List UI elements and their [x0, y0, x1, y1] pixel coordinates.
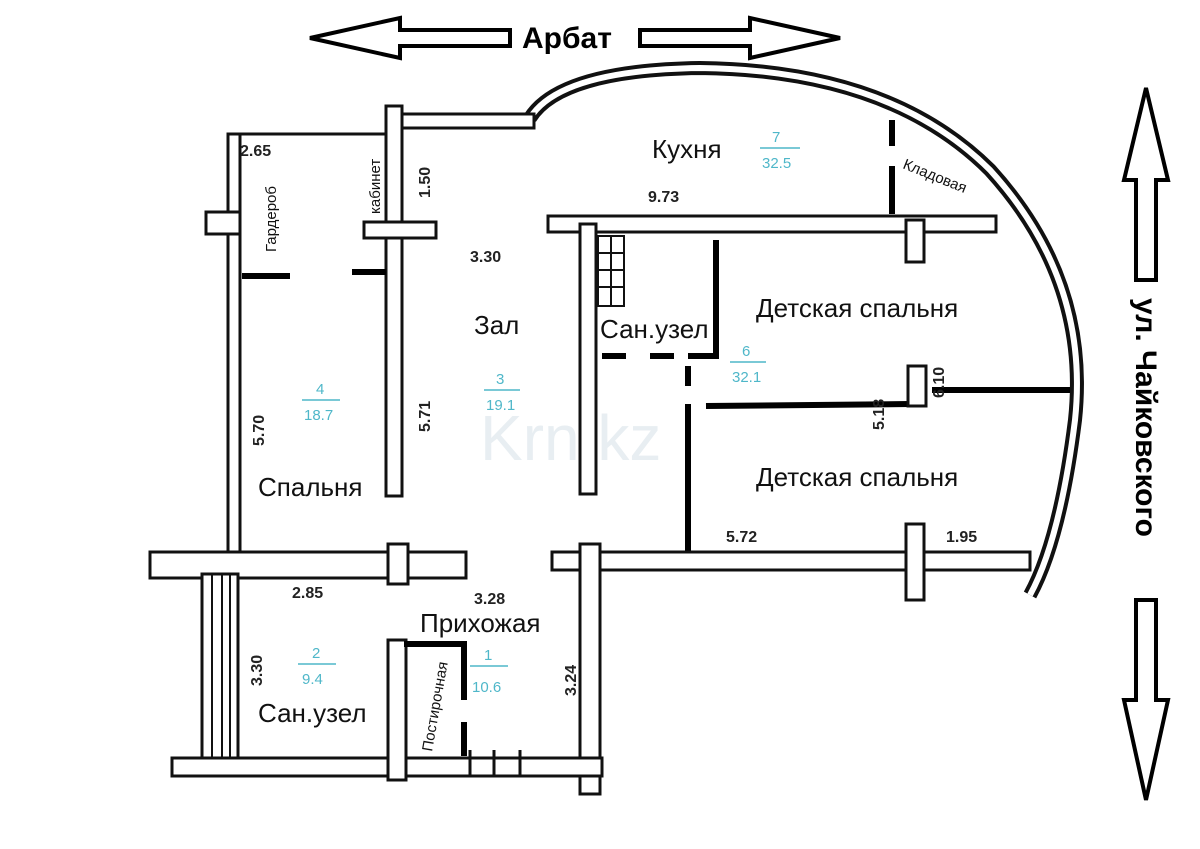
dim-3-24: 3.24 [563, 665, 580, 696]
arbat-arrow: Арбат [309, 15, 841, 61]
cabinet-cross [362, 220, 438, 240]
laundry-partition [404, 641, 467, 700]
lower-left-wall [200, 572, 240, 766]
bath-partition [688, 240, 719, 359]
dim-1-50: 1.50 [417, 167, 434, 198]
cabinet-wall [384, 104, 404, 498]
room-number-bathroom: 2 9.4 [298, 645, 336, 688]
svg-text:9.4: 9.4 [302, 671, 323, 688]
svg-text:32.5: 32.5 [762, 155, 791, 172]
middle-wall-left [148, 550, 468, 580]
chaikovsky-arrow: ул. Чайковского [1121, 87, 1171, 801]
middle-right-post-2 [904, 522, 926, 602]
svg-text:3: 3 [496, 371, 504, 388]
room-label-cabinet: кабинет [367, 159, 384, 214]
svg-text:4: 4 [316, 381, 324, 398]
room-label-kids-2: Детская спальня [756, 462, 958, 492]
room-number-kids: 6 32.1 [730, 343, 766, 386]
dim-3-28: 3.28 [474, 591, 505, 608]
svg-text:1: 1 [484, 647, 492, 664]
watermark: Krn.kz [480, 402, 661, 474]
svg-text:32.1: 32.1 [732, 369, 761, 386]
svg-text:6: 6 [742, 343, 750, 360]
dim-5-18: 5.18 [871, 399, 888, 430]
left-stub [204, 210, 242, 236]
kitchen-wall-stub [904, 218, 926, 264]
room-label-kids-1: Детская спальня [756, 293, 958, 323]
top-wall [396, 112, 536, 130]
room-label-pantry: Кладовая [901, 156, 970, 197]
room-label-bedroom: Спальня [258, 472, 362, 502]
kids-partition-post [906, 364, 928, 408]
room-label-hallway: Прихожая [420, 608, 540, 638]
left-wall [226, 132, 242, 556]
svg-text:7: 7 [772, 129, 780, 146]
street-right-label: ул. Чайковского [1129, 298, 1162, 537]
room-label-wardrobe: Гардероб [263, 186, 280, 252]
room-number-kitchen: 7 32.5 [760, 129, 800, 172]
svg-text:10.6: 10.6 [472, 679, 501, 696]
arrow-right-icon [638, 15, 841, 61]
room-label-bathroom-bottom: Сан.узел [258, 698, 367, 728]
arrow-down-icon [1121, 598, 1171, 801]
arrow-up-icon [1121, 87, 1171, 282]
room-number-hallway: 1 10.6 [470, 647, 508, 696]
dim-9-73: 9.73 [648, 189, 679, 206]
dim-1-95: 1.95 [946, 529, 977, 546]
middle-right-post-1 [578, 542, 602, 796]
middle-wall-post [386, 542, 410, 586]
kitchen-wall [546, 214, 998, 234]
bottom-post [386, 638, 408, 782]
arrow-left-icon [309, 15, 512, 61]
dim-3-30-top: 3.30 [470, 249, 501, 266]
svg-text:19.1: 19.1 [486, 397, 515, 414]
room-number-bedroom: 4 18.7 [302, 381, 340, 424]
dim-3-30-bottom: 3.30 [249, 655, 266, 686]
middle-wall-right [550, 550, 1032, 572]
tile-grid [597, 235, 625, 307]
dim-5-71: 5.71 [417, 401, 434, 432]
street-top-label: Арбат [522, 22, 612, 55]
hall-right-wall [578, 222, 598, 496]
room-label-kitchen: Кухня [652, 134, 722, 164]
room-label-hall: Зал [474, 310, 519, 340]
dim-2-85: 2.85 [292, 585, 323, 602]
room-label-laundry: Постирочная [419, 660, 452, 752]
dim-6-10: 6.10 [931, 367, 948, 398]
svg-text:18.7: 18.7 [304, 407, 333, 424]
dim-2-65: 2.65 [240, 143, 271, 160]
dim-5-70: 5.70 [251, 415, 268, 446]
svg-text:2: 2 [312, 645, 320, 662]
room-label-bathroom-top: Сан.узел [600, 314, 709, 344]
room-number-hall: 3 19.1 [484, 371, 520, 414]
dim-5-72: 5.72 [726, 529, 757, 546]
kids-partition-h [705, 401, 911, 409]
